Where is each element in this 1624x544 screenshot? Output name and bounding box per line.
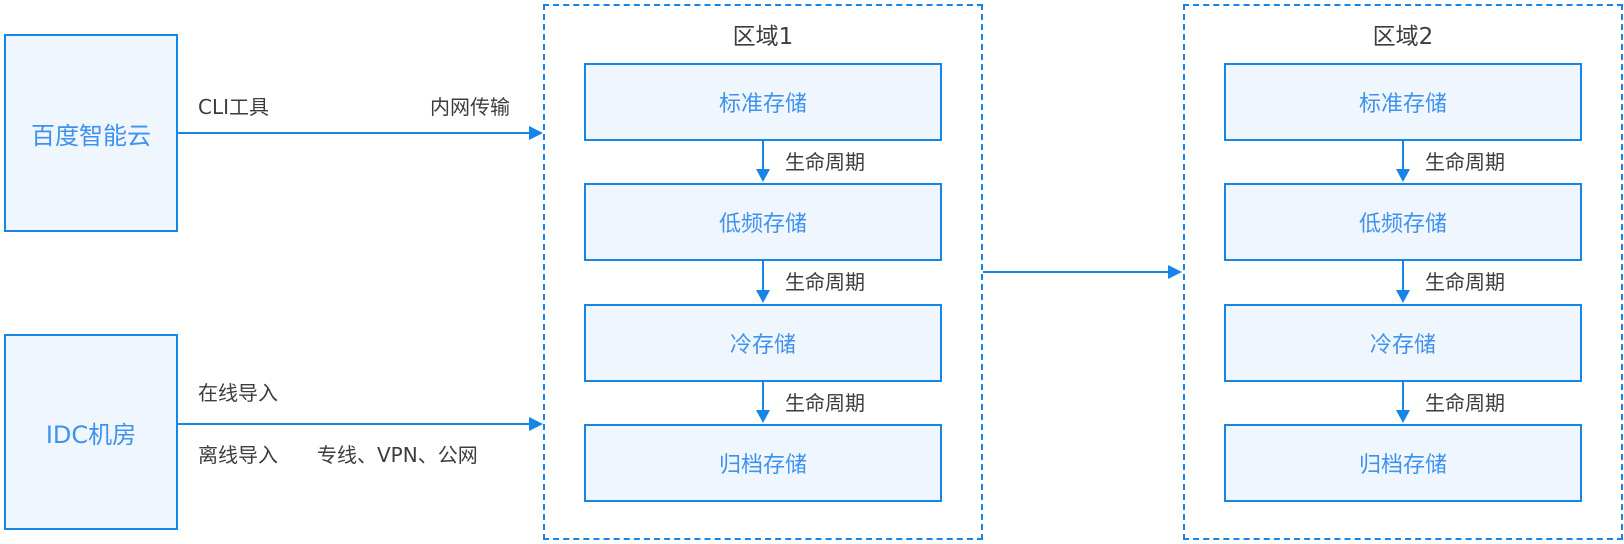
lifecycle-connector <box>762 382 764 411</box>
lifecycle-connector <box>762 261 764 291</box>
lifecycle-label: 生命周期 <box>785 150 865 174</box>
edge-label-link-types: 专线、VPN、公网 <box>317 443 478 467</box>
tier-label: 低频存储 <box>1358 212 1447 237</box>
arrow-region1-to-region2 <box>983 271 1169 273</box>
region-1: 区域1 标准存储 生命周期 低频存储 生命周期 冷存储 生命周期 归档存储 <box>543 4 983 540</box>
lifecycle-label: 生命周期 <box>785 391 865 415</box>
arrow-down-icon <box>756 410 770 423</box>
arrow-down-icon <box>1396 410 1410 423</box>
arrow-down-icon <box>756 169 770 182</box>
tier-cold-storage: 冷存储 <box>584 304 942 382</box>
tier-infrequent-storage: 低频存储 <box>584 183 942 261</box>
tier-archive-storage: 归档存储 <box>1224 424 1582 502</box>
arrow-baidu-to-region1 <box>178 132 530 134</box>
lifecycle-label: 生命周期 <box>1425 270 1505 294</box>
tier-infrequent-storage: 低频存储 <box>1224 183 1582 261</box>
tier-label: 标准存储 <box>718 92 807 117</box>
lifecycle-connector <box>1402 141 1404 170</box>
lifecycle-connector <box>762 141 764 170</box>
tier-label: 冷存储 <box>729 333 796 358</box>
arrow-idc-to-region1 <box>178 423 530 425</box>
edge-label-intranet-transfer: 内网传输 <box>430 95 510 119</box>
node-idc-room-label: IDC机房 <box>45 420 137 449</box>
tier-label: 标准存储 <box>1358 92 1447 117</box>
region-2-title: 区域2 <box>1372 24 1434 50</box>
lifecycle-label: 生命周期 <box>785 270 865 294</box>
tier-standard-storage: 标准存储 <box>1224 63 1582 141</box>
node-idc-room: IDC机房 <box>4 334 178 530</box>
region-2: 区域2 标准存储 生命周期 低频存储 生命周期 冷存储 生命周期 归档存储 <box>1183 4 1623 540</box>
tier-label: 归档存储 <box>718 453 807 478</box>
tier-label: 低频存储 <box>718 212 807 237</box>
tier-label: 冷存储 <box>1369 333 1436 358</box>
node-baidu-cloud-label: 百度智能云 <box>31 121 151 150</box>
node-baidu-cloud: 百度智能云 <box>4 34 178 232</box>
lifecycle-label: 生命周期 <box>1425 391 1505 415</box>
edge-label-online-import: 在线导入 <box>198 381 278 405</box>
arrow-down-icon <box>756 290 770 303</box>
arrow-right-icon <box>529 417 543 431</box>
edge-label-offline-import: 离线导入 <box>198 443 278 467</box>
lifecycle-connector <box>1402 382 1404 411</box>
region-1-title: 区域1 <box>732 24 794 50</box>
arrow-down-icon <box>1396 290 1410 303</box>
arrow-right-icon <box>529 126 543 140</box>
lifecycle-label: 生命周期 <box>1425 150 1505 174</box>
arrow-down-icon <box>1396 169 1410 182</box>
tier-cold-storage: 冷存储 <box>1224 304 1582 382</box>
tier-label: 归档存储 <box>1358 453 1447 478</box>
lifecycle-connector <box>1402 261 1404 291</box>
arrow-right-icon <box>1168 265 1182 279</box>
tier-archive-storage: 归档存储 <box>584 424 942 502</box>
tier-standard-storage: 标准存储 <box>584 63 942 141</box>
edge-label-cli-tool: CLI工具 <box>198 95 270 119</box>
